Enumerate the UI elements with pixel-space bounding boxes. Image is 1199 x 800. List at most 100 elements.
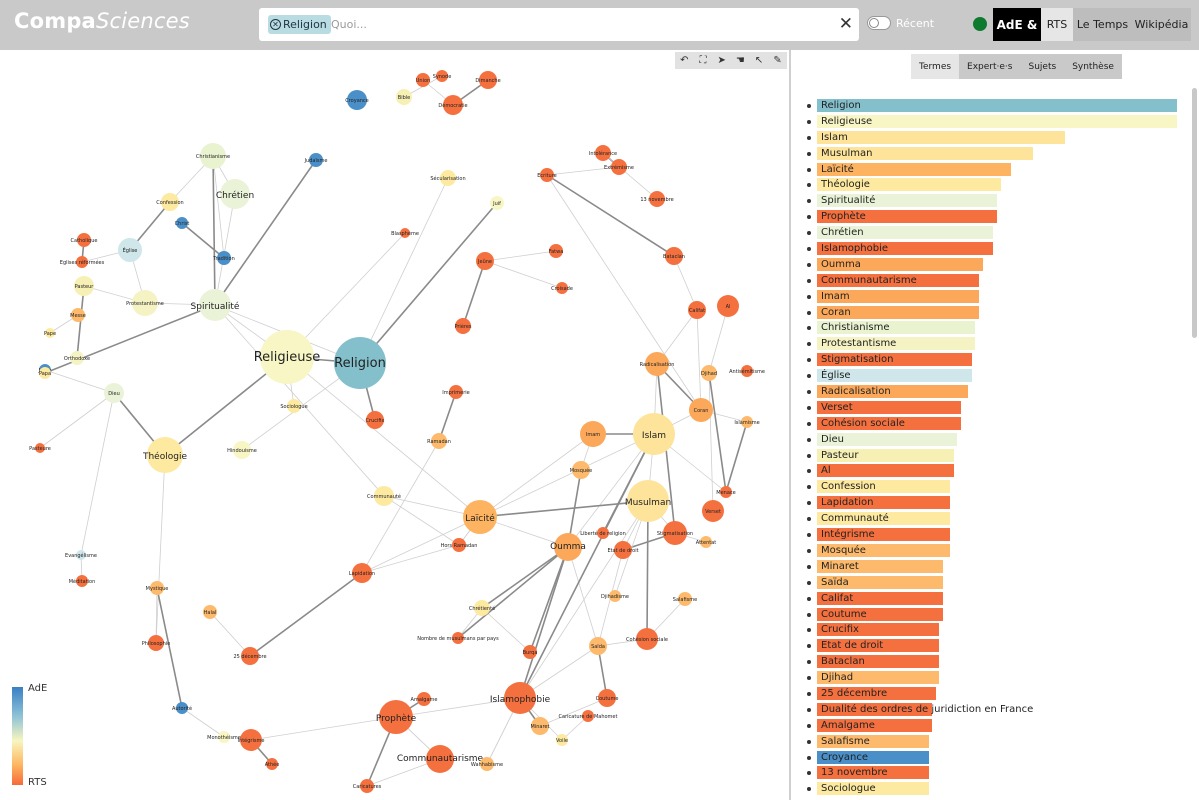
- graph-node[interactable]: Halal: [203, 605, 217, 619]
- term-item[interactable]: Mosquée: [807, 543, 1187, 559]
- node-circle[interactable]: [76, 550, 86, 560]
- graph-node[interactable]: Musulman: [625, 480, 671, 522]
- graph-node[interactable]: Evangélisme: [65, 550, 97, 560]
- term-item[interactable]: Dieu: [807, 432, 1187, 448]
- graph-node[interactable]: Bataclan: [663, 247, 685, 265]
- graph-node[interactable]: Philosophie: [142, 635, 171, 651]
- tab-termes[interactable]: Termes: [911, 54, 960, 79]
- node-circle[interactable]: [200, 143, 226, 169]
- graph-node[interactable]: Bible: [396, 89, 412, 105]
- graph-node[interactable]: Religieuse: [254, 330, 321, 384]
- graph-node[interactable]: Théologie: [142, 437, 187, 473]
- graph-node[interactable]: Imam: [580, 421, 606, 447]
- term-item[interactable]: Communauté: [807, 511, 1187, 527]
- node-circle[interactable]: [741, 416, 753, 428]
- graph-node[interactable]: Religion: [334, 337, 386, 389]
- graph-node[interactable]: Christ: [175, 217, 190, 229]
- term-item[interactable]: Coutume: [807, 607, 1187, 623]
- node-circle[interactable]: [240, 729, 262, 751]
- clear-search-icon[interactable]: ✕: [838, 14, 853, 34]
- search-input[interactable]: [331, 15, 811, 34]
- node-circle[interactable]: [665, 247, 683, 265]
- panel-divider[interactable]: [789, 50, 791, 800]
- graph-node[interactable]: Radicalisation: [640, 352, 675, 376]
- graph-node[interactable]: Islam: [633, 413, 675, 455]
- graph-node[interactable]: Fatwa: [549, 244, 564, 258]
- node-circle[interactable]: [176, 217, 188, 229]
- node-circle[interactable]: [309, 153, 323, 167]
- graph-node[interactable]: Oumma: [550, 533, 586, 561]
- graph-node[interactable]: Communauté: [367, 486, 401, 506]
- graph-node[interactable]: Salafisme: [673, 592, 697, 606]
- graph-node[interactable]: Catholique: [71, 233, 98, 247]
- panel-scrollbar[interactable]: [1192, 88, 1197, 338]
- node-circle[interactable]: [217, 251, 231, 265]
- graph-node[interactable]: Judaïsme: [304, 153, 328, 167]
- term-item[interactable]: Prophète: [807, 209, 1187, 225]
- node-circle[interactable]: [76, 575, 88, 587]
- node-circle[interactable]: [76, 256, 88, 268]
- graph-node[interactable]: Mosquée: [570, 461, 592, 479]
- node-circle[interactable]: [531, 717, 549, 735]
- graph-node[interactable]: Hindouisme: [227, 441, 257, 459]
- node-circle[interactable]: [287, 399, 301, 413]
- graph-node[interactable]: Ecriture: [537, 168, 557, 182]
- node-circle[interactable]: [595, 145, 611, 161]
- term-item[interactable]: Laïcité: [807, 162, 1187, 178]
- node-circle[interactable]: [396, 89, 412, 105]
- graph-node[interactable]: Méditation: [69, 575, 96, 587]
- node-circle[interactable]: [611, 159, 627, 175]
- term-item[interactable]: Protestantisme: [807, 336, 1187, 352]
- node-circle[interactable]: [463, 500, 497, 534]
- graph-node[interactable]: Eglises réformées: [60, 256, 105, 268]
- node-circle[interactable]: [71, 308, 85, 322]
- graph-node[interactable]: Al: [717, 295, 739, 317]
- graph-node[interactable]: Sécularisation: [430, 170, 466, 186]
- node-circle[interactable]: [347, 90, 367, 110]
- graph-node[interactable]: Stigmatisation: [657, 521, 693, 545]
- node-circle[interactable]: [70, 351, 84, 365]
- graph-node[interactable]: Prophète: [376, 700, 417, 734]
- term-item[interactable]: Islamophobie: [807, 241, 1187, 257]
- graph-node[interactable]: Christianisme: [196, 143, 230, 169]
- node-circle[interactable]: [417, 692, 431, 706]
- graph-node[interactable]: Jeûne: [476, 252, 494, 270]
- graph-node[interactable]: Protestantisme: [126, 290, 164, 316]
- node-circle[interactable]: [645, 352, 669, 376]
- node-circle[interactable]: [580, 421, 606, 447]
- node-circle[interactable]: [614, 541, 632, 559]
- graph-node[interactable]: Croisade: [551, 282, 573, 294]
- term-item[interactable]: Confession: [807, 479, 1187, 495]
- node-circle[interactable]: [452, 632, 464, 644]
- term-item[interactable]: Communautarisme: [807, 273, 1187, 289]
- node-circle[interactable]: [540, 168, 554, 182]
- term-item[interactable]: Radicalisation: [807, 384, 1187, 400]
- node-circle[interactable]: [523, 645, 537, 659]
- node-circle[interactable]: [597, 527, 609, 539]
- node-circle[interactable]: [118, 238, 142, 262]
- term-item[interactable]: Califat: [807, 591, 1187, 607]
- term-item[interactable]: Intégrisme: [807, 527, 1187, 543]
- node-circle[interactable]: [379, 700, 413, 734]
- graph-node[interactable]: Spiritualité: [191, 289, 240, 321]
- term-item[interactable]: Dualité des ordres de juridiction en Fra…: [807, 702, 1187, 718]
- node-circle[interactable]: [218, 731, 230, 743]
- node-circle[interactable]: [203, 605, 217, 619]
- term-item[interactable]: Croyance: [807, 750, 1187, 766]
- term-item[interactable]: Pasteur: [807, 448, 1187, 464]
- term-item[interactable]: Islam: [807, 130, 1187, 146]
- node-circle[interactable]: [720, 486, 732, 498]
- term-item[interactable]: Chrétien: [807, 225, 1187, 241]
- node-circle[interactable]: [549, 244, 563, 258]
- graph-node[interactable]: Cohésion sociale: [626, 628, 668, 650]
- node-circle[interactable]: [74, 276, 94, 296]
- graph-node[interactable]: Saïda: [589, 637, 607, 655]
- node-circle[interactable]: [504, 682, 536, 714]
- graph-node[interactable]: Synode: [433, 70, 452, 82]
- node-circle[interactable]: [266, 758, 278, 770]
- graph-node[interactable]: Wahhabisme: [471, 757, 503, 771]
- term-item[interactable]: Spiritualité: [807, 193, 1187, 209]
- node-circle[interactable]: [741, 365, 753, 377]
- graph-node[interactable]: Intolérance: [589, 145, 617, 161]
